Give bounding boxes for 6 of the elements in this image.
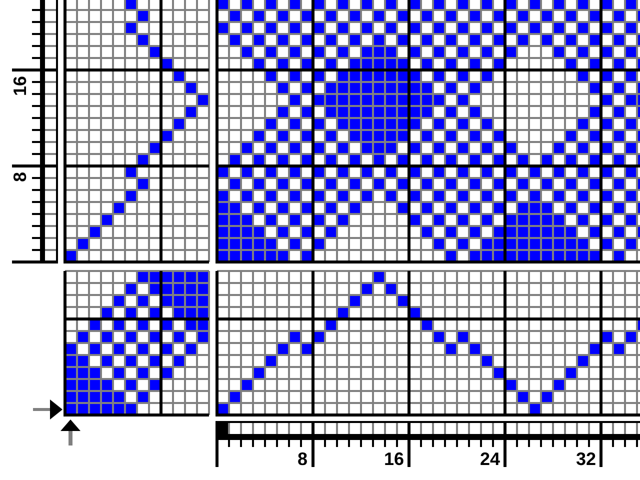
- tick-label: 8: [298, 452, 308, 466]
- tick-label: 8: [12, 172, 26, 182]
- tick-label: 16: [12, 76, 27, 96]
- tick-label: 24: [480, 452, 500, 466]
- tick-label: 32: [576, 452, 596, 466]
- tick-label: 16: [384, 452, 404, 466]
